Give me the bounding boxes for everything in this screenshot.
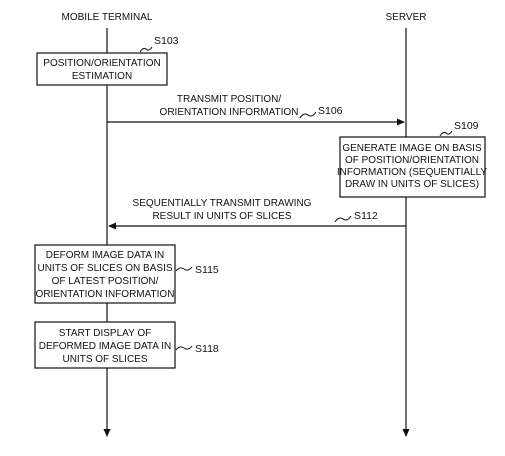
s109-label: S109 — [454, 120, 479, 132]
s115-line-1: DEFORM IMAGE DATA IN — [46, 250, 165, 261]
s112-label: S112 — [354, 210, 378, 222]
s109-line-4: DRAW IN UNITS OF SLICES) — [345, 179, 479, 190]
s115-line-4: ORIENTATION INFORMATION — [36, 289, 175, 300]
s109-line-3: INFORMATION (SEQUENTIALLY — [337, 167, 488, 178]
s118-line-3: UNITS OF SLICES — [62, 354, 147, 365]
s115-label: S115 — [195, 264, 219, 276]
s115-line-2: UNITS OF SLICES ON BASIS — [37, 263, 172, 274]
s115-box — [34, 244, 176, 304]
s109-line-2: OF POSITION/ORIENTATION — [345, 155, 479, 166]
s106-line-2: ORIENTATION INFORMATION — [160, 107, 299, 118]
s112-line-2: RESULT IN UNITS OF SLICES — [152, 211, 291, 222]
s118-line-2: DEFORMED IMAGE DATA IN — [39, 341, 171, 352]
s109-line-1: GENERATE IMAGE ON BASIS — [342, 143, 482, 154]
step-s118: START DISPLAY OF DEFORMED IMAGE DATA IN … — [34, 321, 219, 369]
s118-box — [34, 321, 176, 369]
step-s112: SEQUENTIALLY TRANSMIT DRAWING RESULT IN … — [108, 198, 406, 230]
s115-line-3: OF LATEST POSITION/ — [52, 276, 159, 287]
s106-label: S106 — [318, 105, 343, 117]
s106-line-1: TRANSMIT POSITION/ — [177, 94, 281, 105]
step-s109: GENERATE IMAGE ON BASIS OF POSITION/ORIE… — [337, 120, 488, 198]
lane-label-mobile-terminal: MOBILE TERMINAL — [62, 12, 153, 23]
step-s106: TRANSMIT POSITION/ ORIENTATION INFORMATI… — [107, 94, 405, 126]
s103-label: S103 — [154, 35, 179, 47]
s112-line-1: SEQUENTIALLY TRANSMIT DRAWING — [133, 198, 312, 209]
s118-line-1: START DISPLAY OF — [59, 328, 151, 339]
s103-line-2: ESTIMATION — [72, 71, 132, 82]
s103-box — [36, 52, 168, 86]
step-s103: POSITION/ORIENTATION ESTIMATION S103 — [36, 35, 179, 86]
s118-label: S118 — [195, 343, 219, 355]
s106-leader — [299, 111, 317, 119]
s112-leader — [334, 215, 352, 223]
s109-leader — [439, 130, 453, 137]
s115-leader — [175, 266, 193, 272]
s103-leader — [139, 46, 153, 53]
lane-label-server: SERVER — [386, 12, 427, 23]
s109-box — [339, 136, 486, 198]
s103-line-1: POSITION/ORIENTATION — [43, 58, 160, 69]
step-s115: DEFORM IMAGE DATA IN UNITS OF SLICES ON … — [34, 244, 219, 304]
s118-leader — [175, 345, 193, 351]
